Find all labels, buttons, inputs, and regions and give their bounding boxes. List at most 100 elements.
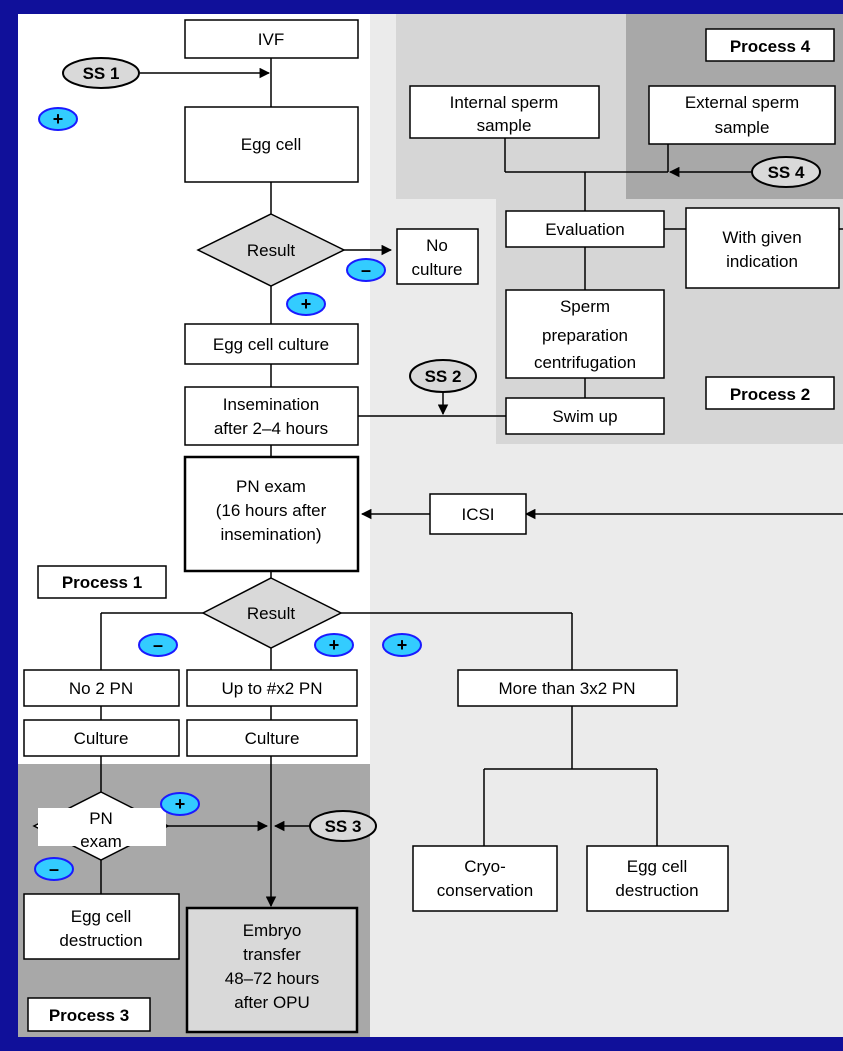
svg-text:Culture: Culture	[74, 729, 129, 748]
connector-lines	[100, 58, 843, 908]
svg-text:destruction: destruction	[59, 931, 142, 950]
svg-text:–: –	[361, 260, 371, 280]
node-external-sperm: External sperm sample	[648, 85, 836, 145]
node-cryoconservation: Cryo- conservation	[412, 845, 558, 912]
node-embryo-transfer: Embryo transfer 48–72 hours after OPU	[185, 906, 359, 1034]
svg-text:conservation: conservation	[437, 881, 533, 900]
svg-text:Up to #x2 PN: Up to #x2 PN	[221, 679, 322, 698]
ss-1-marker: SS 1	[62, 57, 140, 89]
svg-text:External sperm: External sperm	[685, 93, 799, 112]
node-culture-left: Culture	[23, 719, 180, 757]
svg-text:Sperm: Sperm	[560, 297, 610, 316]
svg-text:–: –	[49, 859, 59, 879]
node-up-to-pn: Up to #x2 PN	[186, 669, 358, 707]
svg-text:No: No	[426, 236, 448, 255]
svg-text:With given: With given	[722, 228, 801, 247]
svg-text:after 2–4 hours: after 2–4 hours	[214, 419, 328, 438]
svg-text:IVF: IVF	[258, 30, 284, 49]
svg-text:48–72 hours: 48–72 hours	[225, 969, 320, 988]
plus-sign-2: +	[286, 292, 326, 316]
svg-text:Egg cell culture: Egg cell culture	[213, 335, 329, 354]
svg-text:PN exam: PN exam	[236, 477, 306, 496]
svg-text:Swim up: Swim up	[552, 407, 617, 426]
svg-text:transfer: transfer	[243, 945, 301, 964]
svg-text:culture: culture	[411, 260, 462, 279]
svg-text:+: +	[397, 635, 408, 655]
svg-text:More than 3x2 PN: More than 3x2 PN	[498, 679, 635, 698]
plus-sign-5: +	[160, 792, 200, 816]
svg-text:after OPU: after OPU	[234, 993, 310, 1012]
svg-text:+: +	[53, 109, 64, 129]
svg-text:exam: exam	[80, 832, 122, 851]
ss-4-marker: SS 4	[751, 156, 821, 188]
svg-text:Result: Result	[247, 604, 295, 623]
node-pn-exam: PN exam (16 hours after insemination)	[183, 455, 360, 573]
node-insemination: Insemination after 2–4 hours	[184, 386, 359, 446]
svg-text:Evaluation: Evaluation	[545, 220, 624, 239]
svg-text:Process 1: Process 1	[62, 573, 142, 592]
svg-text:+: +	[175, 794, 186, 814]
svg-text:SS 3: SS 3	[325, 817, 362, 836]
svg-text:Egg cell: Egg cell	[241, 135, 301, 154]
svg-text:Process 3: Process 3	[49, 1006, 129, 1025]
ss-3-marker: SS 3	[309, 810, 377, 842]
svg-text:sample: sample	[477, 116, 532, 135]
svg-text:SS 4: SS 4	[768, 163, 805, 182]
node-egg-destruction-left: Egg cell destruction	[23, 893, 180, 960]
svg-text:Embryo: Embryo	[243, 921, 302, 940]
svg-text:Egg cell: Egg cell	[71, 907, 131, 926]
node-internal-sperm: Internal sperm sample	[409, 85, 600, 139]
node-swim-up: Swim up	[505, 397, 665, 435]
svg-text:centrifugation: centrifugation	[534, 353, 636, 372]
minus-sign-1: –	[346, 258, 386, 282]
minus-sign-3: –	[34, 857, 74, 881]
node-egg-cell: Egg cell	[184, 106, 359, 183]
svg-text:destruction: destruction	[615, 881, 698, 900]
ss-2-marker: SS 2	[409, 359, 477, 393]
svg-text:+: +	[301, 294, 312, 314]
svg-text:preparation: preparation	[542, 326, 628, 345]
decision-pn-exam-small: PN exam	[32, 791, 170, 861]
plus-sign-4: +	[382, 633, 422, 657]
node-evaluation: Evaluation	[505, 210, 665, 248]
node-more-than-pn: More than 3x2 PN	[457, 669, 678, 707]
svg-text:PN: PN	[89, 809, 113, 828]
node-ivf: IVF	[184, 19, 359, 59]
svg-text:Result: Result	[247, 241, 295, 260]
svg-text:Culture: Culture	[245, 729, 300, 748]
svg-text:sample: sample	[715, 118, 770, 137]
label-process-3: Process 3	[27, 997, 151, 1032]
node-culture-mid: Culture	[186, 719, 358, 757]
svg-text:Process 2: Process 2	[730, 385, 810, 404]
node-no-2-pn: No 2 PN	[23, 669, 180, 707]
plus-sign-1: +	[38, 107, 78, 131]
svg-text:Internal sperm: Internal sperm	[450, 93, 559, 112]
node-no-culture: No culture	[396, 228, 479, 285]
minus-sign-2: –	[138, 633, 178, 657]
svg-text:No 2 PN: No 2 PN	[69, 679, 133, 698]
label-process-1: Process 1	[37, 565, 167, 599]
svg-text:ICSI: ICSI	[461, 505, 494, 524]
svg-text:Egg cell: Egg cell	[627, 857, 687, 876]
plus-sign-3: +	[314, 633, 354, 657]
svg-text:insemination): insemination)	[220, 525, 321, 544]
node-icsi: ICSI	[429, 493, 527, 535]
svg-text:(16 hours after: (16 hours after	[216, 501, 327, 520]
svg-text:SS 2: SS 2	[425, 367, 462, 386]
svg-text:SS 1: SS 1	[83, 64, 120, 83]
svg-text:+: +	[329, 635, 340, 655]
node-sperm-preparation: Sperm preparation centrifugation	[505, 289, 665, 379]
node-egg-destruction-right: Egg cell destruction	[586, 845, 729, 912]
node-with-indication: With given indication	[685, 207, 840, 289]
svg-text:–: –	[153, 635, 163, 655]
decision-result-1: Result	[196, 213, 346, 287]
label-process-2: Process 2	[705, 376, 835, 410]
label-process-4: Process 4	[705, 28, 835, 62]
svg-text:Cryo-: Cryo-	[464, 857, 506, 876]
svg-text:Insemination: Insemination	[223, 395, 319, 414]
svg-text:indication: indication	[726, 252, 798, 271]
node-egg-cell-culture: Egg cell culture	[184, 323, 359, 365]
svg-text:Process 4: Process 4	[730, 37, 811, 56]
decision-result-2: Result	[201, 577, 343, 649]
